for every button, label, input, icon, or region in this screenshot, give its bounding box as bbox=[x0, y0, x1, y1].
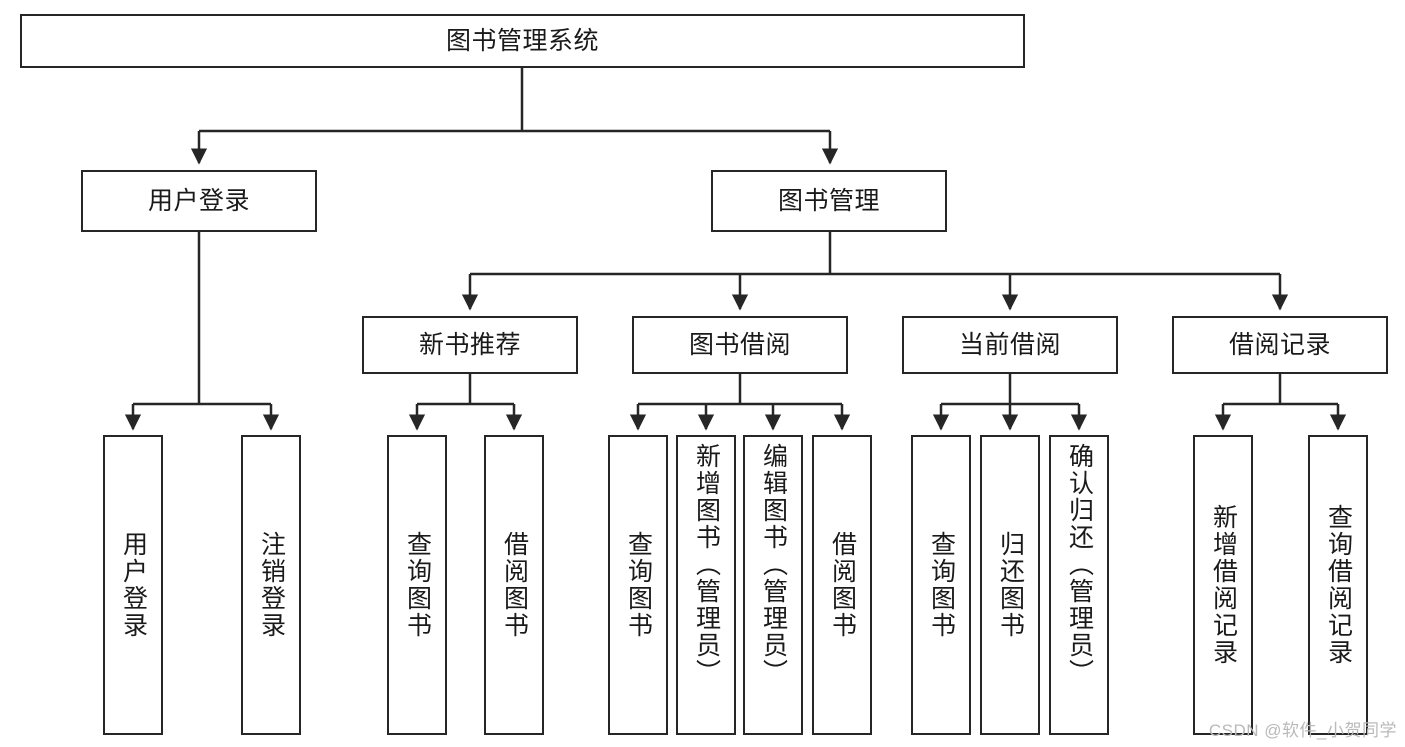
node-label: 查询图书 bbox=[624, 531, 653, 639]
node-label: 确认归还（管理员） bbox=[1065, 443, 1094, 686]
leaf-logout[interactable]: 注销登录 bbox=[241, 435, 301, 735]
leaf-query-borrow-record[interactable]: 查询借阅记录 bbox=[1308, 435, 1368, 735]
node-label: 用户登录 bbox=[147, 186, 250, 215]
node-label: 新增图书（管理员） bbox=[692, 443, 721, 686]
node-borrowing-records[interactable]: 借阅记录 bbox=[1172, 316, 1388, 374]
node-label: 注销登录 bbox=[257, 531, 286, 639]
node-book-borrowing[interactable]: 图书借阅 bbox=[632, 316, 848, 374]
leaf-query-books-current[interactable]: 查询图书 bbox=[911, 435, 971, 735]
leaf-user-login[interactable]: 用户登录 bbox=[103, 435, 163, 735]
node-current-borrowing[interactable]: 当前借阅 bbox=[902, 316, 1118, 374]
node-root-library-system[interactable]: 图书管理系统 bbox=[20, 14, 1025, 68]
leaf-query-books-borrow[interactable]: 查询图书 bbox=[608, 435, 668, 735]
node-label: 编辑图书（管理员） bbox=[759, 443, 788, 686]
leaf-query-books-recommendation[interactable]: 查询图书 bbox=[387, 435, 447, 735]
node-label: 当前借阅 bbox=[958, 330, 1061, 359]
node-label: 借阅图书 bbox=[500, 531, 529, 639]
node-label: 用户登录 bbox=[119, 531, 148, 639]
node-book-management[interactable]: 图书管理 bbox=[711, 170, 947, 232]
node-label: 图书管理系统 bbox=[445, 26, 599, 55]
leaf-borrow-books[interactable]: 借阅图书 bbox=[812, 435, 872, 735]
node-label: 新书推荐 bbox=[418, 330, 521, 359]
node-label: 查询借阅记录 bbox=[1324, 504, 1353, 666]
node-user-login[interactable]: 用户登录 bbox=[81, 170, 317, 232]
leaf-borrow-books-recommendation[interactable]: 借阅图书 bbox=[484, 435, 544, 735]
node-label: 图书管理 bbox=[777, 186, 880, 215]
leaf-confirm-return-admin[interactable]: 确认归还（管理员） bbox=[1049, 435, 1109, 735]
node-label: 查询图书 bbox=[927, 531, 956, 639]
node-label: 新增借阅记录 bbox=[1209, 504, 1238, 666]
leaf-edit-book-admin[interactable]: 编辑图书（管理员） bbox=[743, 435, 803, 735]
node-new-book-recommendation[interactable]: 新书推荐 bbox=[362, 316, 578, 374]
leaf-add-borrow-record[interactable]: 新增借阅记录 bbox=[1193, 435, 1253, 735]
node-label: 归还图书 bbox=[996, 531, 1025, 639]
csdn-watermark: CSDN @软件_小贺同学 bbox=[1208, 721, 1397, 740]
node-label: 借阅图书 bbox=[828, 531, 857, 639]
node-label: 借阅记录 bbox=[1228, 330, 1331, 359]
node-label: 查询图书 bbox=[403, 531, 432, 639]
leaf-return-books[interactable]: 归还图书 bbox=[980, 435, 1040, 735]
node-label: 图书借阅 bbox=[688, 330, 791, 359]
leaf-add-book-admin[interactable]: 新增图书（管理员） bbox=[676, 435, 736, 735]
